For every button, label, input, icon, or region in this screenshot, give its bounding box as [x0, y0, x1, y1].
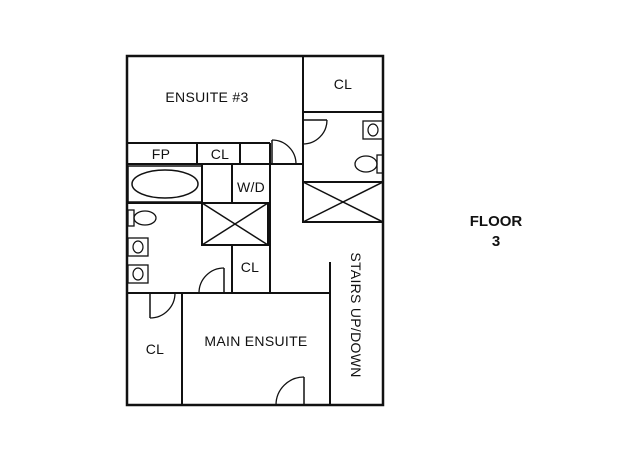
shaft-left	[201, 202, 269, 246]
door-bottom-cl	[149, 292, 176, 319]
room-label-main-ensuite: MAIN ENSUITE	[204, 333, 307, 349]
toilet-left	[127, 209, 157, 227]
sink-left-2	[127, 264, 149, 284]
room-label-cl-bottom-left: CL	[146, 341, 165, 357]
floor-number: 3	[492, 233, 500, 250]
tub	[127, 165, 203, 203]
shaft-right	[302, 181, 384, 223]
room-label-cl-top-right: CL	[334, 76, 353, 92]
door-ensuite3	[271, 139, 297, 165]
room-label-cl-small: CL	[211, 146, 230, 162]
shaft-left-cross-2	[201, 202, 269, 246]
shaft-right-cross-2	[302, 181, 384, 223]
tub-basin	[131, 169, 199, 199]
door-main-ensuite	[275, 376, 305, 406]
toilet-right	[354, 154, 384, 174]
room-label-wd: W/D	[237, 179, 265, 195]
room-label-ensuite3: ENSUITE #3	[165, 89, 248, 105]
floor-label: FLOOR	[470, 213, 523, 230]
room-label-stairs: STAIRS UP/DOWN	[348, 252, 364, 377]
door-right-bath	[302, 119, 328, 145]
outer-wall	[125, 54, 385, 407]
sink-left-1	[127, 237, 149, 257]
sink-right	[362, 120, 384, 140]
room-label-fp: FP	[152, 146, 171, 162]
room-label-cl-mid: CL	[241, 259, 260, 275]
door-left-bath	[198, 267, 225, 294]
